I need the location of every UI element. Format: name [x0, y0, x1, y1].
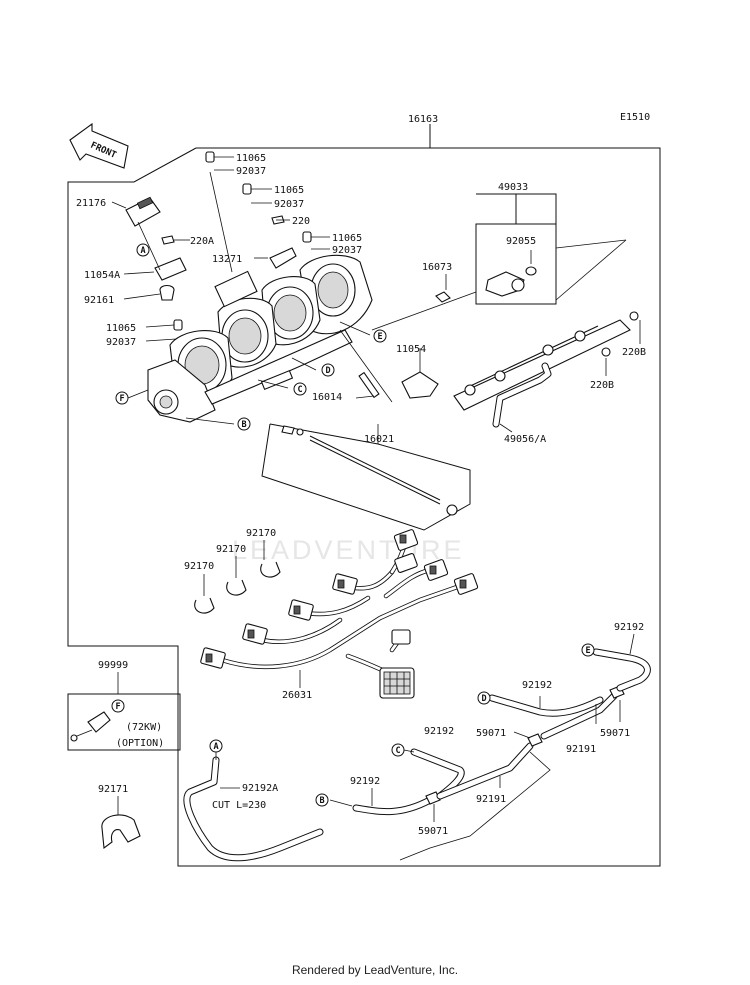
wiring-harness-26031 [200, 529, 479, 699]
label-11065-a: 11065 [236, 153, 266, 164]
leader-lines-throttle [111, 156, 371, 425]
label-16163: 16163 [408, 114, 438, 125]
svg-text:D: D [481, 694, 486, 704]
label-21176: 21176 [76, 198, 106, 209]
callout-C-hose: C [391, 743, 405, 757]
svg-text:C: C [297, 385, 302, 395]
label-92191-a: 92191 [566, 744, 596, 755]
label-92037-d: 92037 [106, 337, 136, 348]
label-92055: 92055 [506, 236, 536, 247]
label-220: 220 [292, 216, 310, 227]
label-92192-d: 92192 [522, 680, 552, 691]
label-92171: 92171 [98, 784, 128, 795]
callout-A-hose: A [209, 739, 223, 753]
label-92037-b: 92037 [274, 199, 304, 210]
callout-F-throttle: F [115, 391, 129, 405]
label-92192-e: 92192 [614, 622, 644, 633]
label-59071-a: 59071 [476, 728, 506, 739]
callout-E-hose: E [581, 643, 595, 657]
throttle-cable-16021 [261, 423, 471, 531]
label-16014: 16014 [312, 392, 342, 403]
label-cut-length: CUT L=230 [212, 800, 266, 811]
label-99999: 99999 [98, 660, 128, 671]
label-16073: 16073 [422, 262, 452, 273]
label-220B-a: 220B [622, 347, 646, 358]
label-92191-b: 92191 [476, 794, 506, 805]
label-16021: 16021 [364, 434, 394, 445]
label-92170-b: 92170 [216, 544, 246, 555]
label-220B-b: 220B [590, 380, 614, 391]
label-72kw: (72KW) [126, 722, 162, 733]
label-11054: 11054 [396, 344, 426, 355]
label-92192A: 92192A [242, 783, 278, 794]
footer-credit: Rendered by LeadVenture, Inc. [291, 963, 459, 977]
label-11065-c: 11065 [332, 233, 362, 244]
option-box [67, 672, 181, 751]
label-220A: 220A [190, 236, 214, 247]
multipin-connector-icon [383, 671, 411, 695]
watermark: LEADVENTURE [232, 535, 465, 565]
diagram-code: E1510 [620, 112, 650, 123]
front-arrow-icon: FRONT [69, 122, 129, 169]
label-59071-b: 59071 [600, 728, 630, 739]
label-26031: 26031 [282, 690, 312, 701]
callout-D-throttle: D [321, 363, 335, 377]
label-49033: 49033 [498, 182, 528, 193]
svg-text:E: E [585, 646, 590, 656]
label-92192-c: 92192 [424, 726, 454, 737]
callout-D-hose: D [477, 691, 491, 705]
label-11054A: 11054A [84, 270, 120, 281]
fuel-rail-assembly [371, 193, 641, 433]
svg-text:A: A [213, 742, 218, 752]
svg-text:E: E [377, 332, 382, 342]
label-92170-a: 92170 [246, 528, 276, 539]
svg-text:F: F [115, 702, 120, 712]
clamp-92171 [101, 796, 141, 850]
clamps-92170 [194, 540, 281, 614]
label-13271: 13271 [212, 254, 242, 265]
label-option: (OPTION) [116, 738, 164, 749]
assembly-boundary [67, 124, 661, 867]
callout-E-throttle: E [373, 329, 387, 343]
label-92037-c: 92037 [332, 245, 362, 256]
svg-text:B: B [241, 420, 246, 430]
label-11065-d: 11065 [106, 323, 136, 334]
vacuum-hoses [183, 633, 651, 862]
label-49056A: 49056/A [504, 434, 546, 445]
throttle-body-assembly [125, 151, 373, 423]
svg-text:F: F [119, 394, 124, 404]
label-92161: 92161 [84, 295, 114, 306]
svg-text:B: B [319, 796, 324, 806]
callout-A-throttle: A [136, 243, 150, 257]
callout-C-throttle: C [293, 382, 307, 396]
label-92192-b: 92192 [350, 776, 380, 787]
callout-B-hose: B [315, 793, 329, 807]
label-92170-c: 92170 [184, 561, 214, 572]
callout-B-throttle: B [237, 417, 251, 431]
label-92037-a: 92037 [236, 166, 266, 177]
label-59071-c: 59071 [418, 826, 448, 837]
label-11065-b: 11065 [274, 185, 304, 196]
injector-16014 [339, 329, 393, 403]
svg-text:D: D [325, 366, 330, 376]
callout-F-option: F [111, 699, 125, 713]
svg-text:C: C [395, 746, 400, 756]
svg-text:A: A [140, 246, 145, 256]
